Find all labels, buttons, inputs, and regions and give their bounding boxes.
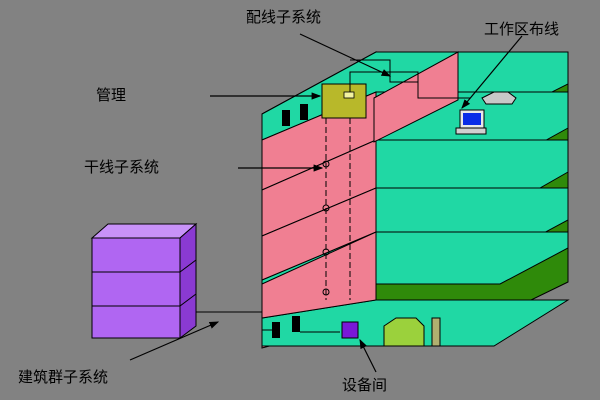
callout-equipment-room [359, 338, 377, 373]
purple-building-front [91, 237, 181, 339]
equipment-green-unit [383, 317, 425, 347]
purple-building-side-line-2 [179, 293, 197, 307]
label-work-area-cabling: 工作区布线 [484, 20, 560, 38]
label-management: 管理 [96, 86, 127, 104]
campus-cable [196, 311, 278, 331]
rack-top-1 [282, 110, 290, 126]
horizontal-cable-top [349, 71, 470, 99]
management-panel-port [343, 91, 355, 99]
callout-building-group [129, 321, 220, 361]
floor-junction-4 [322, 288, 330, 296]
label-equipment-room: 设备间 [342, 376, 388, 394]
callout-work-area [461, 35, 523, 109]
rack-top-2 [300, 104, 308, 120]
purple-building-side-line-1 [179, 259, 197, 273]
floor-junction-2 [322, 204, 330, 212]
management-panel [321, 83, 367, 119]
workstation-screen [463, 113, 481, 125]
pink-wall-slice-4 [261, 231, 377, 319]
floor-junction-3 [322, 248, 330, 256]
label-backbone-subsystem: 干线子系统 [84, 158, 160, 176]
rack-bottom-2 [292, 316, 300, 332]
workstation-keyboard [455, 127, 487, 135]
equipment-purple-box [341, 321, 359, 339]
callout-distribution-subsystem [299, 33, 392, 77]
purple-building-side [179, 222, 197, 339]
purple-building-top [90, 223, 198, 239]
telephone [481, 91, 517, 105]
equipment-cylinder [431, 317, 441, 347]
label-distribution-subsystem: 配线子系统 [246, 8, 322, 26]
top-floor-partition [373, 51, 459, 143]
floor-junction-1 [322, 160, 330, 168]
label-building-group-subsystem: 建筑群子系统 [18, 368, 109, 386]
